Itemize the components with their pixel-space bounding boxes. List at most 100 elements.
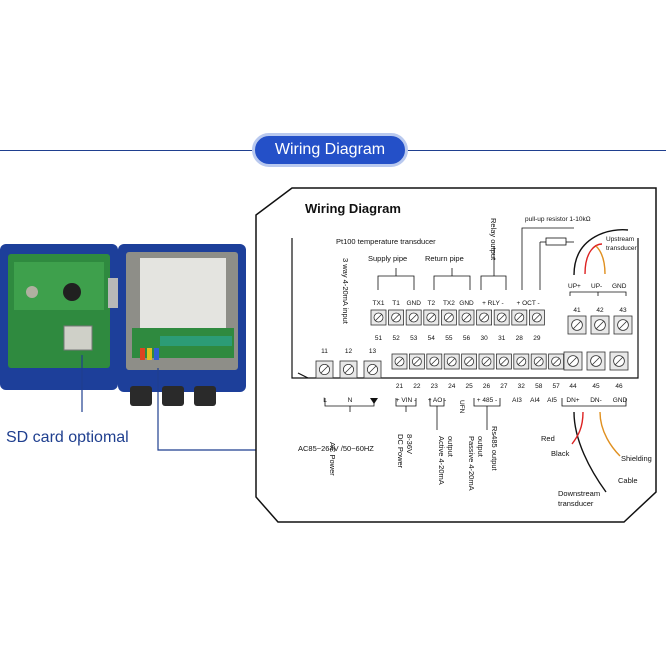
terminal-number-bottom-right: 46 (615, 383, 623, 390)
screw-slot (569, 357, 577, 365)
terminal-number-bottom: 21 (396, 383, 404, 390)
screw-slot (498, 314, 505, 321)
screw-slot (535, 358, 542, 365)
terminal-signal-top: T1 (392, 300, 400, 307)
passive-4-20-label: Passive 4-20mA (467, 436, 476, 491)
input-4-20-label: 3 way 4-20mA input (341, 258, 350, 325)
terminal-number-right: 42 (596, 307, 604, 314)
terminal-number-bottom: 26 (483, 383, 491, 390)
downstream-cable (571, 411, 621, 493)
relay-output-label: Relay output (489, 218, 498, 261)
screw-slot (410, 314, 417, 321)
ac-power-label: AC Power (328, 442, 337, 476)
pt100-brackets (377, 246, 507, 290)
pullup-label: pull-up resistor 1-10kΩ (525, 216, 591, 223)
terminal-number-bottom: 22 (413, 383, 421, 390)
screw-slot (615, 357, 623, 365)
screw-slot (413, 358, 421, 365)
shielding-label: Shielding (621, 454, 652, 463)
terminal-number-bottom-right: 44 (569, 383, 577, 390)
sd-card-label: SD card optiomal (6, 429, 129, 446)
terminal-number-top: 55 (445, 335, 453, 342)
terminal-number-top: 56 (463, 335, 471, 342)
terminal-signal-top: GND (459, 300, 474, 307)
terminal-number-top: 54 (428, 335, 436, 342)
screw-slot (592, 357, 600, 365)
screw-slot (465, 358, 473, 365)
terminal-signal-top: GND (406, 300, 421, 307)
device-photo (0, 244, 246, 406)
callout-lines (81, 355, 262, 451)
dc-power-range: 8-36V (405, 434, 414, 454)
up-plus-label: UP+ (568, 283, 581, 290)
screw-slot (596, 321, 604, 329)
terminal-number-bottom-right: 45 (592, 383, 600, 390)
terminal-number-bottom: 32 (518, 383, 526, 390)
screw-slot (344, 365, 353, 374)
downstream-label-1: Downstream (558, 489, 600, 498)
pt100-label: Pt100 temperature transducer (336, 237, 436, 246)
terminal-signal-bottom: GND (613, 397, 628, 404)
screw-slot (516, 314, 523, 321)
lower-wiring (324, 398, 627, 430)
return-pipe-label: Return pipe (425, 254, 464, 263)
black-label: Black (551, 449, 570, 458)
screw-slot (448, 358, 455, 365)
upstream-cable (573, 228, 629, 276)
supply-pipe-label: Supply pipe (368, 254, 407, 263)
terminal-number-bottom: 25 (465, 383, 473, 390)
screw-slot (428, 314, 435, 321)
panel-title: Wiring Diagram (305, 201, 401, 216)
active-4-20-label: Active 4-20mA (437, 436, 446, 485)
active-output-label: output (446, 436, 455, 458)
oct-signal-label: + OCT - (517, 300, 540, 307)
terminal-number-bottom: 57 (552, 383, 560, 390)
terminal-signal-bottom: DN- (590, 397, 602, 404)
red-label: Red (541, 434, 555, 443)
screw-slot (552, 358, 560, 365)
screw-slot (483, 358, 490, 365)
relay-signal-label: + RLY - (482, 300, 504, 307)
terminal-number-top: 29 (533, 335, 541, 342)
terminal-number-top: 52 (392, 335, 400, 342)
pullup-resistor-drawing (521, 227, 574, 290)
rs485-label: Rs485 output (490, 426, 499, 472)
terminal-number-top: 28 (516, 335, 524, 342)
screw-slot (619, 321, 627, 329)
terminal-number-bottom: 23 (431, 383, 439, 390)
terminal-number-left: 12 (345, 348, 353, 355)
terminal-signal-bottom: DN+ (566, 397, 579, 404)
terminal-signal-bottom: + VIN - (396, 397, 416, 404)
terminal-signal-bottom: + 485 - (477, 397, 497, 404)
screw-slot (375, 314, 382, 321)
screw-slot (500, 358, 508, 365)
terminal-number-left: 13 (369, 348, 377, 355)
board-outline (291, 238, 639, 379)
screw-slot (463, 314, 470, 321)
ac-power-range: AC85~264V /50~60HZ (298, 444, 374, 453)
screw-slot (320, 365, 329, 374)
screw-slot (480, 314, 488, 321)
screw-slot (573, 321, 581, 329)
ufn-label: UFN (458, 400, 465, 414)
terminal-number-right: 41 (573, 307, 581, 314)
terminal-number-top: 53 (410, 335, 418, 342)
banner-title: Wiring Diagram (252, 133, 408, 167)
terminal-number-top: 30 (480, 335, 488, 342)
terminal-signal-bottom: + AO - (428, 397, 447, 404)
screw-slot (431, 358, 438, 365)
terminal-number-bottom: 58 (535, 383, 543, 390)
terminal-signal-bottom: AI5 (547, 397, 557, 404)
terminal-signal-top: T2 (428, 300, 436, 307)
up-gnd-label: GND (612, 283, 627, 290)
screw-slot (518, 358, 525, 365)
terminal-number-bottom: 27 (500, 383, 508, 390)
terminal-signal-top: TX2 (443, 300, 455, 307)
screw-slot (445, 314, 453, 321)
terminal-number-bottom: 24 (448, 383, 456, 390)
terminal-number-left: 11 (321, 348, 328, 355)
up-minus-label: UP- (591, 283, 602, 290)
terminal-number-top: 31 (498, 335, 506, 342)
up-label-brackets (569, 291, 627, 296)
